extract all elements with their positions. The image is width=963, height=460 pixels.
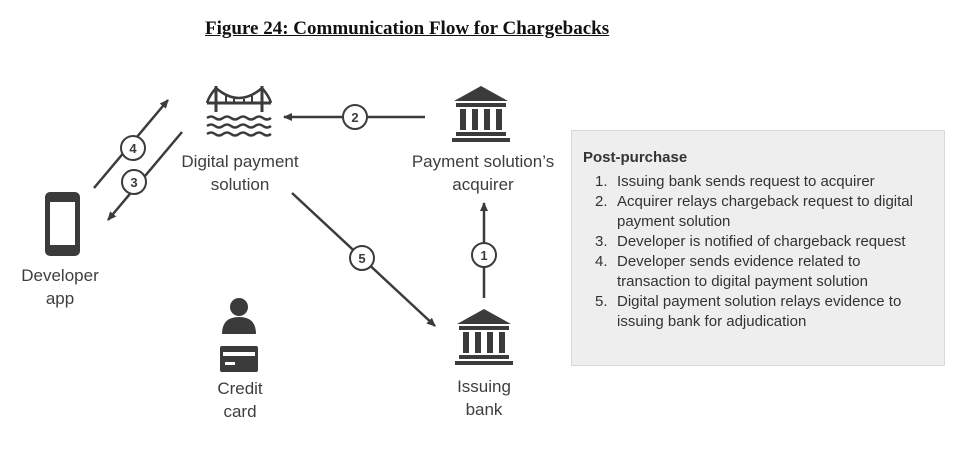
person-icon [222, 298, 256, 334]
list-item: 3. Developer is notified of chargeback re… [595, 232, 934, 252]
steps-list: 1. Issuing bank sends request to acquirer… [583, 172, 934, 332]
step-number: 1. [595, 173, 608, 190]
svg-text:2: 2 [351, 110, 358, 125]
svg-text:5: 5 [358, 251, 365, 266]
figure-title: Figure 24: Communication Flow for Charge… [205, 18, 610, 39]
step-text: Acquirer relays chargeback request to di… [617, 193, 913, 230]
step-badge-3: 3 [121, 169, 147, 195]
step-number: 3. [595, 233, 608, 250]
step-text: Digital payment solution relays evidence… [617, 293, 902, 330]
step-badge-4: 4 [120, 135, 146, 161]
node-label-credit-card: Credit card [217, 379, 263, 421]
panel-title: Post-purchase [583, 149, 688, 166]
step-text: Developer is notified of chargeback requ… [617, 233, 906, 250]
list-item: 4. Developer sends evidence related to tr… [595, 252, 934, 292]
step-number: 2. [595, 193, 608, 210]
step-text: Developer sends evidence related to tran… [617, 253, 868, 290]
node-label-developer: Developer app [21, 266, 99, 308]
bank-icon-acquirer [452, 86, 510, 142]
svg-text:1: 1 [480, 248, 487, 263]
node-label-issuing-bank: Issuing bank [457, 377, 511, 419]
step-badge-2: 2 [342, 104, 368, 130]
step-badge-5: 5 [349, 245, 375, 271]
list-item: 2. Acquirer relays chargeback request to … [595, 192, 934, 232]
list-item: 5. Digital payment solution relays eviden… [595, 292, 934, 332]
bridge-icon [205, 86, 273, 137]
node-label-acquirer: Payment solution’s acquirer [411, 152, 555, 194]
step-badge-1: 1 [471, 242, 497, 268]
step-number: 4. [595, 253, 608, 270]
bank-icon-issuing [455, 309, 513, 365]
credit-card-icon [220, 346, 258, 372]
svg-text:3: 3 [130, 175, 137, 190]
step-text: Issuing bank sends request to acquirer [617, 173, 875, 190]
post-purchase-panel: Post-purchase 1. Issuing bank sends reque… [571, 130, 945, 366]
step-number: 5. [595, 293, 608, 310]
smartphone-icon [45, 192, 80, 256]
list-item: 1. Issuing bank sends request to acquirer [595, 172, 934, 192]
node-label-digital-payment: Digital payment solution [181, 152, 299, 194]
svg-text:4: 4 [129, 141, 137, 156]
